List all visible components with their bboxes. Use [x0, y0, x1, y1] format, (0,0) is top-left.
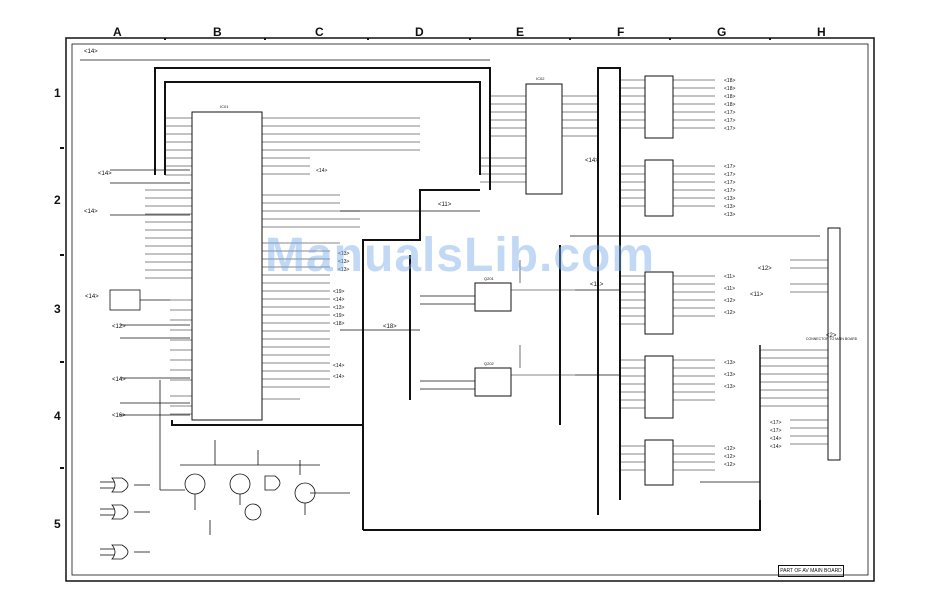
offpage-label: <2>: [826, 333, 837, 339]
bus-label: <13>: [724, 372, 735, 378]
grid-row-3: 3: [54, 302, 61, 316]
offpage-label: <16>: [112, 413, 126, 419]
right-buffer-chips: [644, 75, 674, 486]
bus-label: <17>: [724, 126, 735, 132]
bus-label: <17>: [724, 164, 735, 170]
grid-column-h: H: [817, 25, 826, 39]
bus-label: <14>: [770, 444, 781, 450]
bus-label: <12>: [724, 298, 735, 304]
bus-label: <11>: [724, 274, 735, 280]
buffer-ic-label: IC02: [536, 76, 545, 81]
bus-label: <13>: [724, 204, 735, 210]
amp-output-lines: [511, 260, 575, 376]
bus-label: <18>: [724, 102, 735, 108]
bus-label: <17>: [724, 188, 735, 194]
bus-label: <12>: [724, 454, 735, 460]
title-block: PART OF AV MAIN BOARD: [778, 565, 844, 577]
offpage-label: <11>: [750, 292, 764, 298]
bus-label: <13>: [338, 267, 349, 273]
right-bus-labels: <18> <18> <18> <18> <17> <17> <17> <17> …: [724, 78, 781, 468]
offpage-label: <14>: [85, 294, 99, 300]
mcu-ic-body: [191, 111, 263, 421]
signal-lines: [80, 59, 820, 483]
bus-label: <13>: [724, 384, 735, 390]
sheet-frame-inner: [71, 43, 869, 576]
main-connector-body: [827, 227, 841, 461]
buffer-ic-body: [525, 83, 563, 195]
grid-column-f: F: [617, 25, 625, 39]
grid-column-e: E: [516, 25, 525, 39]
bus-label: <13>: [724, 360, 735, 366]
connector-label: CONNECTOR TO MAIN BOARD: [806, 337, 858, 341]
bus-label: <12>: [724, 462, 735, 468]
bus-label: <12>: [724, 446, 735, 452]
offpage-label: <14>: [112, 377, 126, 383]
bus-label: <13>: [338, 259, 349, 265]
bus-label: <12>: [724, 310, 735, 316]
offpage-label: <18>: [383, 324, 397, 330]
offpage-label: <11>: [590, 282, 604, 288]
bus-label: <17>: [770, 428, 781, 434]
offpage-label: <14>: [98, 171, 112, 177]
amp2-ic-label: Q202: [484, 361, 495, 366]
grid-column-d: D: [415, 25, 424, 39]
bus-label: <14>: [333, 363, 344, 369]
mcu-pins: [145, 117, 420, 415]
bus-label: <13>: [333, 305, 344, 311]
offpage-label: <12>: [112, 324, 126, 330]
bus-label: <17>: [770, 420, 781, 426]
bus-label: <14>: [333, 297, 344, 303]
column-ticks: [60, 38, 771, 469]
connector-pins: [760, 259, 828, 445]
amp1-ic-label: Q201: [484, 276, 495, 281]
bus-label: <18>: [724, 78, 735, 84]
bus-label: <17>: [724, 172, 735, 178]
bus-label: <17>: [724, 118, 735, 124]
grid-column-b: B: [213, 25, 222, 39]
grid-row-4: 4: [54, 409, 61, 423]
bus-label: <14>: [333, 374, 344, 380]
bus-label: <18>: [724, 86, 735, 92]
bus-label: <11>: [724, 286, 735, 292]
bus-label: <13>: [724, 196, 735, 202]
bus-label: <13>: [724, 212, 735, 218]
main-bus-lines: [154, 67, 761, 531]
bus-label: <19>: [333, 289, 344, 295]
amp2-ic-body: [474, 367, 512, 397]
buffer-ic-pins: [480, 95, 598, 183]
grid-row-5: 5: [54, 517, 61, 531]
offpage-label: <14>: [84, 49, 98, 55]
reset-ic-body: [109, 289, 141, 311]
bus-label: <18>: [333, 321, 344, 327]
grid-column-g: G: [717, 25, 727, 39]
sheet-frame-outer: [65, 37, 875, 582]
offpage-label: <14>: [585, 158, 599, 164]
grid-column-c: C: [315, 25, 324, 39]
watermark: ManualsLib.com: [265, 229, 656, 282]
mcu-ic-label: IC01: [220, 104, 229, 109]
bus-label: <14>: [770, 436, 781, 442]
grid-row-1: 1: [54, 86, 61, 100]
offpage-labels: <14> <14> <14> <14> <12> <14> <16> <11> …: [84, 49, 837, 419]
transistor-section: [100, 380, 350, 560]
mcu-side-labels: <14> <13> <13> <13> <19> <14> <13> <19> …: [316, 168, 349, 380]
offpage-label: <11>: [438, 202, 452, 208]
bus-label: <17>: [724, 180, 735, 186]
amp1-ic-body: [474, 282, 512, 312]
grid-row-2: 2: [54, 193, 61, 207]
bus-label: <13>: [338, 251, 349, 257]
bus-label: <17>: [724, 110, 735, 116]
right-chip-pins: [620, 79, 715, 471]
offpage-label: <12>: [758, 266, 772, 272]
bus-label: <19>: [333, 313, 344, 319]
grid-column-a: A: [113, 25, 122, 39]
offpage-label: <14>: [84, 209, 98, 215]
bus-label: <18>: [724, 94, 735, 100]
bus-label: <14>: [316, 168, 327, 174]
